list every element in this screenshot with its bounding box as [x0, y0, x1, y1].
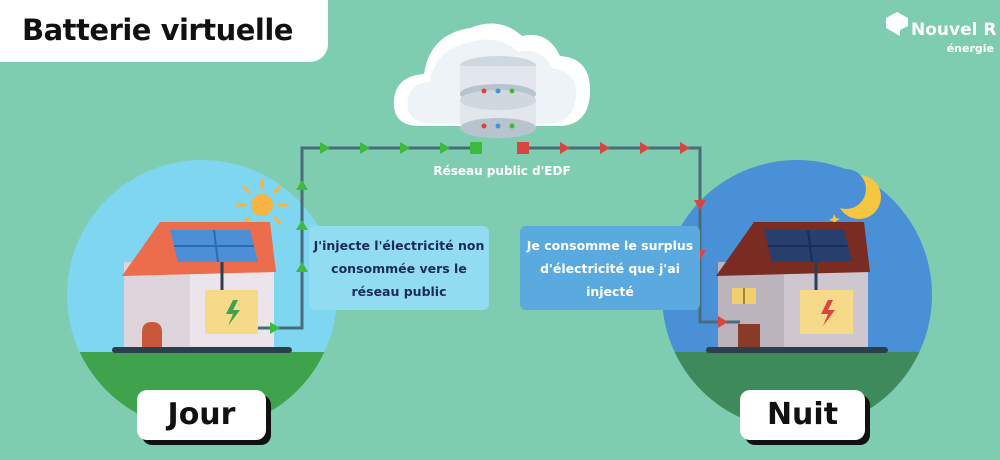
brand-subtitle: énergie	[946, 42, 994, 55]
brand-name: Nouvel R	[911, 20, 997, 40]
night-flow-arrows	[560, 142, 728, 328]
day-flow-arrows	[270, 142, 450, 334]
day-label: Jour	[137, 390, 266, 440]
grid-label: Réseau public d'EDF	[433, 164, 571, 178]
day-house	[112, 222, 292, 353]
night-bubble: Je consomme le surplus d'électricité que…	[520, 226, 700, 310]
sun-icon	[235, 178, 289, 232]
night-bubble-text: Je consomme le surplus d'électricité que…	[526, 237, 694, 299]
night-label: Nuit	[740, 390, 865, 440]
page-title: Batterie virtuelle	[22, 13, 293, 47]
day-bubble-text: J'injecte l'électricité non consommée ve…	[313, 237, 485, 299]
brand-logo-icon	[886, 12, 908, 36]
brand-logo: Nouvel R énergie	[886, 8, 996, 58]
title-box: Batterie virtuelle	[0, 0, 328, 62]
cloud-server-icon	[393, 23, 590, 138]
moon-icon	[826, 169, 881, 225]
grid-wire	[258, 142, 740, 334]
night-house	[706, 222, 888, 353]
battery-bolt-icon	[226, 300, 240, 326]
day-bubble: J'injecte l'électricité non consommée ve…	[309, 226, 489, 310]
battery-bolt-icon	[821, 300, 835, 326]
